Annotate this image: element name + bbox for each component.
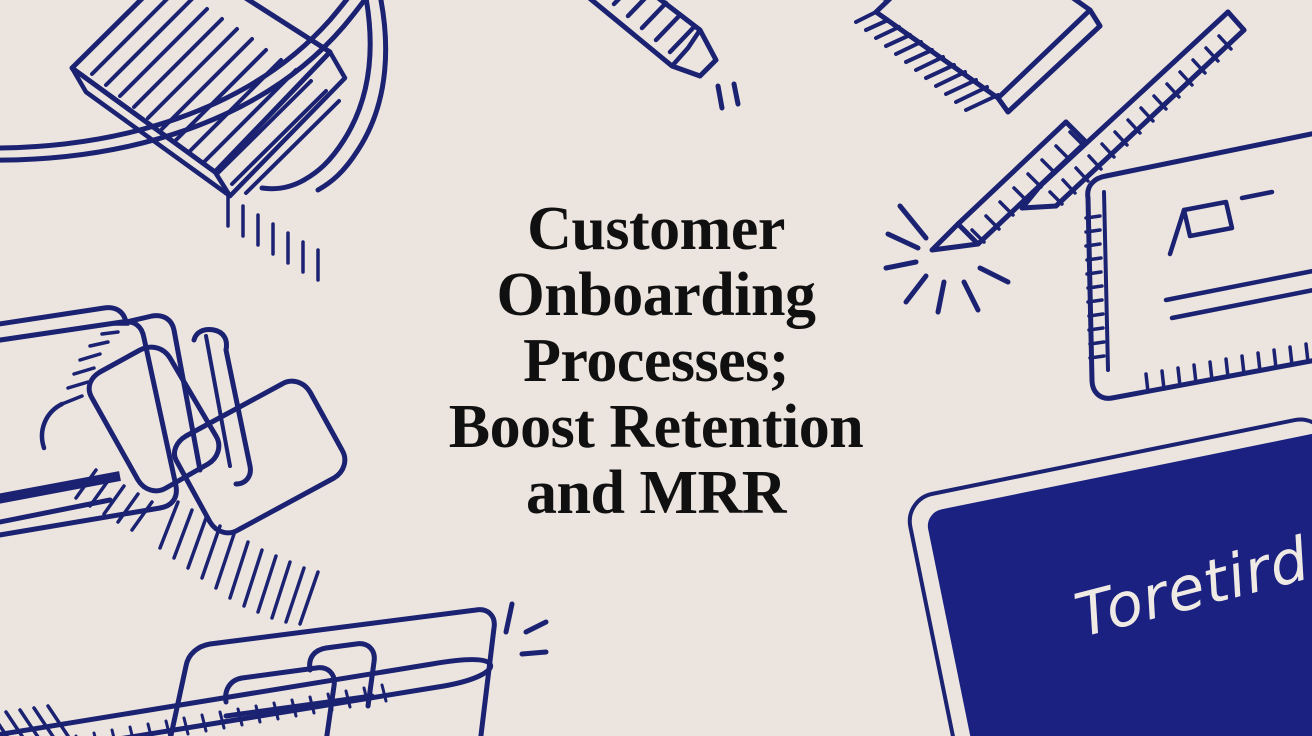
page-title: Customer Onboarding Processes; Boost Ret… [0,196,1312,526]
title-line-1: Customer [527,195,785,263]
notebook-outline-top-right [854,0,1103,115]
pen-nib-top-center [587,0,741,111]
title-line-2: Onboarding [496,261,816,329]
title-line-5: and MRR [525,459,787,527]
curved-cable-top-left [0,0,389,193]
striped-ruler-top-right [1019,9,1247,211]
title-line-4: Boost Retention [448,393,864,461]
tablet-with-stylus-bottom-left [0,607,497,736]
tablet-script-text: Toretird [1068,524,1312,652]
title-line-3: Processes; [523,327,789,395]
sparkle-dashes-bottom-center [503,601,549,657]
